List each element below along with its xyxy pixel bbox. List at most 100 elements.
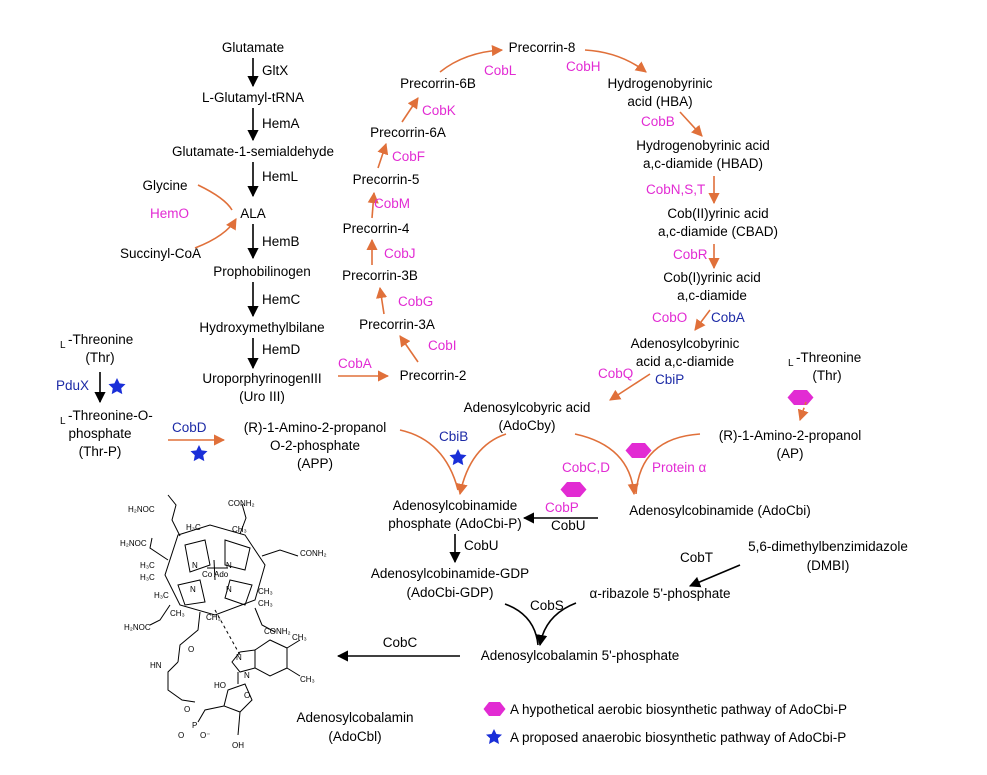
mol-label-ch3-5: CH₃ [170, 609, 185, 618]
aerobic-hexagon-protein [625, 443, 652, 458]
enzyme-cobu-2: CobU [464, 538, 499, 553]
compound-adocby: Adenosylcobyric acid [464, 400, 591, 415]
bond-co-n2 [213, 559, 216, 581]
compound-adocbl: Adenosylcobalamin [296, 710, 413, 725]
compound-ala: ALA [240, 206, 266, 221]
mol-label-co: Co [202, 570, 213, 579]
compound-hbad-abbrev: a,c-diamide (HBAD) [643, 156, 763, 171]
enzyme-protein-alpha: Protein α [652, 460, 707, 475]
compound-hba: Hydrogenobyrinic [607, 76, 712, 91]
mol-label-n1: N [192, 561, 198, 570]
compound-adocbi: Adenosylcobinamide (AdoCbi) [629, 503, 811, 518]
compound-app: (R)-1-Amino-2-propanol [244, 420, 387, 435]
mol-label-hn: HN [150, 661, 162, 670]
compound-precorrin3b: Precorrin-3B [342, 268, 418, 283]
threonine-left-branch: L -Threonine (Thr) PduX L -Threonine-O- … [56, 332, 386, 471]
l-prefix-1: L [60, 340, 66, 351]
compound-ap-abbrev: (AP) [777, 446, 804, 461]
compound-adocob: Adenosylcobyrinic [631, 336, 740, 351]
enzyme-cobi: CobI [428, 338, 457, 353]
arrow-cobl [439, 44, 504, 73]
pyrrole-c [224, 579, 253, 606]
enzyme-cobk: CobK [422, 103, 456, 118]
adocbl-structure-labels: H₂NOC CONH₂ H₃C CH₃ CONH₂ H₂NOC H₃C H₃C … [120, 499, 327, 750]
enzyme-cobf: CobF [392, 149, 425, 164]
mol-label-h2noc-1: H₂NOC [128, 505, 155, 514]
compound-ap: (R)-1-Amino-2-propanol [719, 428, 862, 443]
arrow-hemo-glycine [197, 184, 233, 211]
mol-label-ch3-2: CH₃ [258, 587, 273, 596]
compound-adocob-abbrev: acid a,c-diamide [636, 354, 734, 369]
benzimidazole-5ring [231, 649, 256, 673]
anaerobic-star-pdux [108, 378, 126, 395]
enzyme-cobd: CobD [172, 420, 207, 435]
mol-label-n6: N [244, 671, 250, 680]
ribose-ring [223, 683, 253, 713]
enzyme-cobcd: CobC,D [562, 460, 610, 475]
compound-precorrin3a: Precorrin-3A [359, 317, 435, 332]
arrow-ap-merge [635, 433, 701, 495]
heme-branch: Glutamate GltX L-Glutamyl-tRNA HemA Glut… [120, 40, 334, 404]
mol-label-ch3-4: CH₃ [206, 613, 221, 622]
compound-precorrin6a: Precorrin-6A [370, 125, 446, 140]
arrow-cobq [609, 373, 651, 401]
mol-label-o-2: O [244, 691, 250, 700]
enzyme-cobj: CobJ [384, 246, 416, 261]
compound-adocbi-gdp-abbrev: (AdoCbi-GDP) [406, 585, 493, 600]
compound-uro3-abbrev: (Uro III) [239, 389, 285, 404]
side-chain-g [177, 611, 201, 663]
side-chain-e [149, 604, 171, 626]
compound-glycine: Glycine [142, 178, 187, 193]
mol-label-n4: N [190, 585, 196, 594]
arrow-cobf [377, 142, 389, 169]
mol-label-ch3-3: CH₃ [258, 599, 273, 608]
compound-app-abbrev: (APP) [297, 456, 333, 471]
co-dmbi-bond [214, 609, 241, 656]
corrin-ring [164, 524, 266, 616]
cbib-merge: CbiB Adenosylcobinamide phosphate (AdoCb… [388, 429, 522, 531]
compound-precorrin8: Precorrin-8 [509, 40, 576, 55]
mol-label-h3c-3: H₃C [140, 573, 155, 582]
aerobic-hexagon-cobp [560, 482, 587, 497]
enzyme-cobg: CobG [398, 294, 433, 309]
enzyme-coba: CobA [338, 356, 372, 371]
compound-thrp-abbrev: (Thr-P) [79, 444, 122, 459]
adocbl-structure [149, 494, 301, 736]
compound-glutamyl-trna: L-Glutamyl-tRNA [202, 90, 304, 105]
mol-label-ado: Ado [214, 570, 229, 579]
compound-precorrin5: Precorrin-5 [353, 172, 420, 187]
mol-label-n3: N [226, 585, 232, 594]
compound-cbad-abbrev: a,c-diamide (CBAD) [658, 224, 778, 239]
enzyme-cobc: CobC [383, 635, 418, 650]
compound-adocby-abbrev: (AdoCby) [498, 418, 555, 433]
methyl-5 [286, 639, 301, 649]
enzyme-cobo: CobO [652, 310, 687, 325]
anaerobic-star-cobd [190, 445, 208, 462]
side-chain-a [167, 494, 181, 537]
pyrrole-a [184, 539, 211, 573]
compound-gsa: Glutamate-1-semialdehyde [172, 144, 334, 159]
compound-hmb: Hydroxymethylbilane [199, 320, 324, 335]
compound-dmbi-abbrev: (DMBI) [807, 558, 850, 573]
enzyme-hemc: HemC [262, 292, 301, 307]
precorrin-branch: CobA Precorrin-2 CobI Precorrin-3A CobG … [338, 40, 778, 433]
compound-threonine-left-abbrev: (Thr) [85, 350, 114, 365]
mol-label-h3c-1: H₃C [186, 523, 201, 532]
enzyme-cbib: CbiB [439, 429, 468, 444]
enzyme-cobr: CobR [673, 247, 708, 262]
compound-hbad: Hydrogenobyrinic acid [636, 138, 770, 153]
compound-threonine-right-abbrev: (Thr) [812, 368, 841, 383]
legend-aerobic-icon [483, 702, 506, 716]
legend: A hypothetical aerobic biosynthetic path… [483, 702, 847, 745]
compound-uro3: UroporphyrinogenIII [202, 371, 321, 386]
arrow-cobk [401, 97, 419, 123]
compound-app-line2: O-2-phosphate [270, 438, 360, 453]
compound-precorrin2: Precorrin-2 [400, 368, 467, 383]
enzyme-cobu: CobU [551, 518, 586, 533]
compound-dmbi: 5,6-dimethylbenzimidazole [748, 539, 908, 554]
side-chain-b [239, 503, 247, 535]
side-chain-f [254, 607, 276, 633]
compound-adocbi-gdp: Adenosylcobinamide-GDP [371, 566, 529, 581]
l-prefix-2: L [60, 416, 66, 427]
